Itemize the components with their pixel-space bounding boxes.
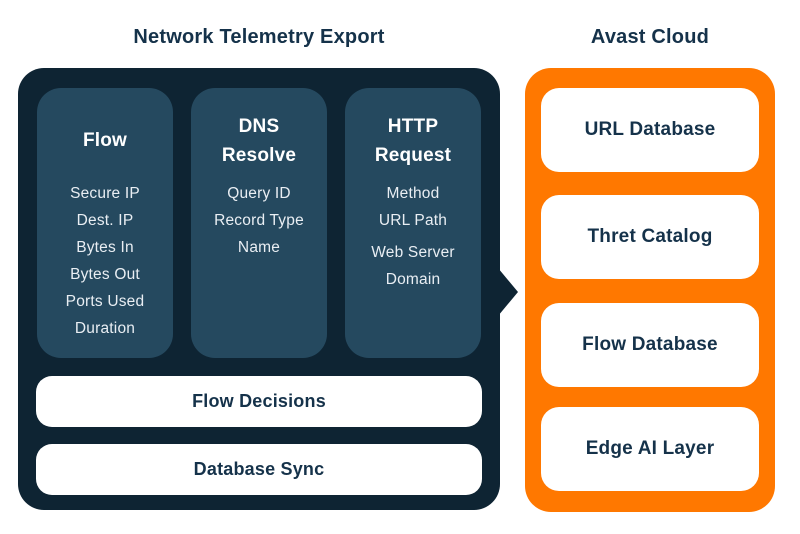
avast-cloud-title: Avast Cloud [590,26,710,48]
flow-column-heading: Flow [82,130,128,152]
flow-database-box: Flow Database [541,303,759,387]
dns-item-record-type: Record Type [214,212,304,229]
flow-item-ports-used: Ports Used [65,293,145,310]
http-item-web-server-domain: Web Server Domain [371,244,455,288]
flow-decisions-bar: Flow Decisions [36,376,482,427]
http-item-url-path: URL Path [378,212,448,229]
flow-column: Flow Secure IP Dest. IP Bytes In Bytes O… [37,88,173,358]
dns-resolve-column: DNS Resolve Query ID Record Type Name [191,88,327,358]
arrow-right-icon [498,268,518,316]
url-database-box: URL Database [541,88,759,172]
network-telemetry-panel: Flow Secure IP Dest. IP Bytes In Bytes O… [18,68,500,510]
dns-item-name: Name [237,239,281,256]
dns-item-query-id: Query ID [227,185,291,202]
database-sync-bar: Database Sync [36,444,482,495]
avast-cloud-panel: URL Database Thret Catalog Flow Database… [525,68,775,512]
flow-item-bytes-out: Bytes Out [70,266,140,283]
flow-item-bytes-in: Bytes In [76,239,134,256]
network-telemetry-export-title: Network Telemetry Export [133,26,385,48]
flow-item-duration: Duration [74,320,136,337]
http-item-method: Method [386,185,440,202]
http-request-column: HTTP Request Method URL Path Web Server … [345,88,481,358]
dns-resolve-column-heading: DNS Resolve [221,115,297,166]
flow-item-secure-ip: Secure IP [70,185,140,202]
flow-item-dest-ip: Dest. IP [76,212,134,229]
edge-ai-layer-box: Edge AI Layer [541,407,759,491]
http-request-column-heading: HTTP Request [374,115,452,166]
thret-catalog-box: Thret Catalog [541,195,759,279]
